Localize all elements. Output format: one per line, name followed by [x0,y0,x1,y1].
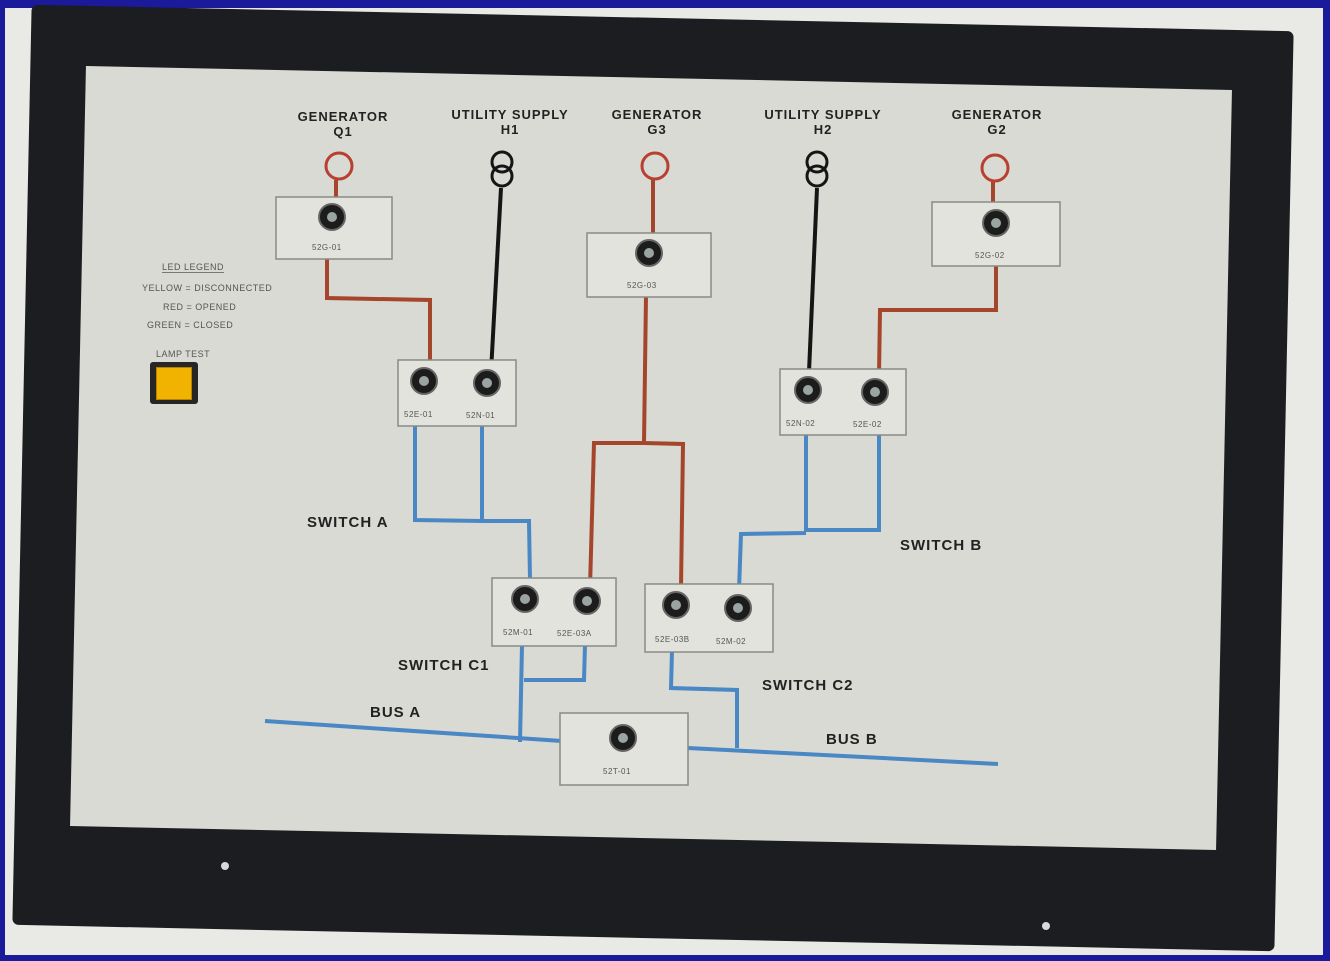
bus-a-line [264,719,563,743]
source-label-h2: UTILITY SUPPLY H2 [748,107,898,137]
line-g2 [877,182,998,376]
source-q1-id: Q1 [333,124,353,139]
switch-lines [264,425,999,766]
breaker-label-52m-01: 52M-01 [503,628,534,637]
breaker-label-52g-02: 52G-02 [975,251,1005,260]
line-switch-a [413,425,532,581]
source-h2-name: UTILITY SUPPLY [764,107,882,122]
switch-c1-label: SWITCH C1 [398,657,490,674]
source-label-q1: GENERATOR Q1 [268,109,418,139]
lamp-test-light [156,367,192,400]
source-g3-name: GENERATOR [611,107,703,122]
switch-a-label: SWITCH A [307,514,389,531]
breaker-label-52t-01: 52T-01 [603,767,631,776]
bus-b-label: BUS B [826,731,878,748]
bus-a-label: BUS A [370,704,422,721]
bus-b-line [687,746,999,766]
legend-line-green: GREEN = CLOSED [147,320,234,330]
breaker-label-52n-02: 52N-02 [786,419,816,428]
source-h1-name: UTILITY SUPPLY [451,107,569,122]
legend-line-yellow: YELLOW = DISCONNECTED [142,283,273,293]
breaker-label-52e-02: 52E-02 [853,420,882,429]
source-h2-id: H2 [813,122,833,137]
line-g3 [588,180,686,589]
generator-g2-icon [980,153,1010,183]
source-label-g2: GENERATOR G2 [922,107,1072,137]
generator-g3-icon [640,151,670,181]
line-h1 [489,187,503,373]
breaker-label-52g-01: 52G-01 [312,243,342,252]
breaker-label-52m-02: 52M-02 [716,637,747,646]
transformer-h1-icon [490,150,514,188]
breaker-label-52e-01: 52E-01 [404,410,433,419]
lamp-test-button[interactable] [150,362,198,404]
source-g3-id: G3 [647,122,667,137]
mounting-hole-right [1042,922,1050,930]
line-switch-b [737,432,881,591]
transformer-h2-icon [805,150,829,188]
line-switch-c2 [668,649,739,748]
breaker-label-52e-03b: 52E-03B [655,635,690,644]
legend-title: LED LEGEND [162,262,225,273]
switch-b-label: SWITCH B [900,537,983,554]
breaker-label-52g-03: 52G-03 [627,281,657,290]
source-g2-name: GENERATOR [951,107,1043,122]
generator-lines [325,180,998,589]
generator-q1-icon [324,151,354,181]
line-switch-c1 [518,644,587,743]
switch-c2-label: SWITCH C2 [762,677,854,694]
legend-line-red: RED = OPENED [163,302,237,312]
source-label-h1: UTILITY SUPPLY H1 [435,107,585,137]
breaker-label-52e-03a: 52E-03A [557,629,592,638]
mounting-hole-left [221,862,229,870]
breaker-label-52n-01: 52N-01 [466,411,496,420]
source-q1-name: GENERATOR [297,109,389,124]
source-g2-id: G2 [987,122,1007,137]
source-label-g3: GENERATOR G3 [582,107,732,137]
lamp-test-label: LAMP TEST [156,349,211,359]
utility-lines [489,187,819,373]
source-h1-id: H1 [500,122,520,137]
line-h2 [807,187,819,373]
